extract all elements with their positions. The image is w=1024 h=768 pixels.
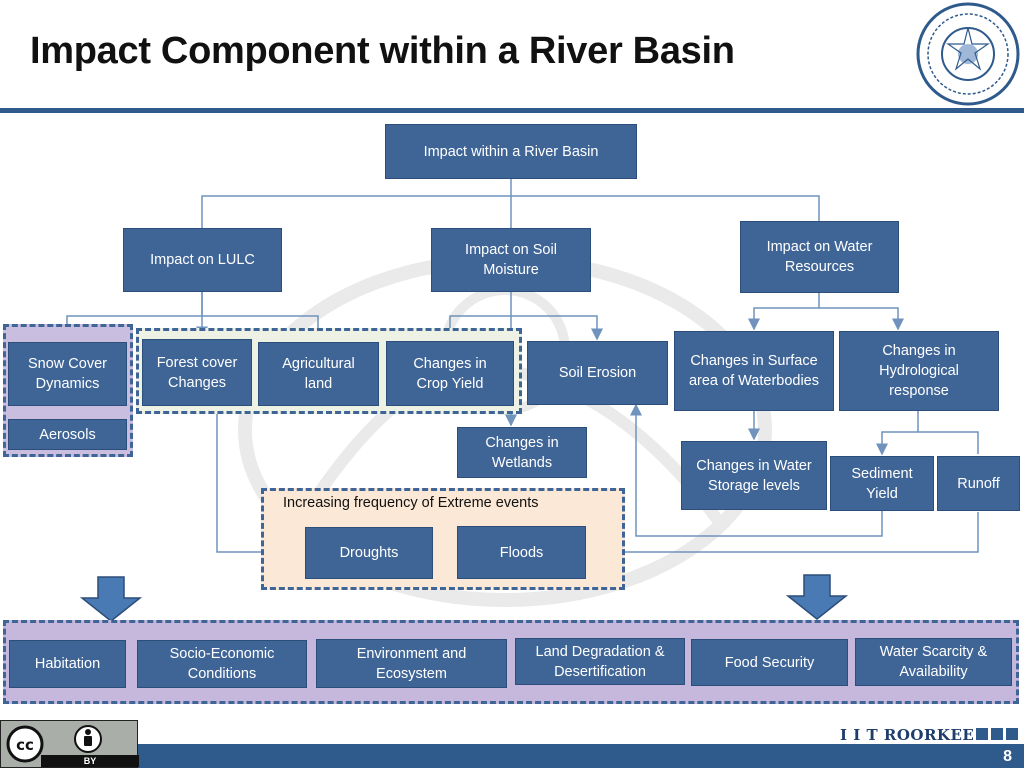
brand-wordmark: I I T ROORKEE [840,726,975,744]
node-storage-levels: Changes in Water Storage levels [681,441,827,510]
node-surface-area: Changes in Surface area of Waterbodies [674,331,834,411]
brand-square [976,728,988,740]
node-crop-yield: Changes in Crop Yield [386,341,514,406]
iit-roorkee-logo [916,2,1020,106]
impact-socio-economic: Socio-Economic Conditions [137,640,307,688]
slide-title: Impact Component within a River Basin [30,30,735,72]
header-rule [0,108,1024,113]
extreme-events-label: Increasing frequency of Extreme events [283,495,539,511]
cc-icon: cc [6,725,44,763]
down-arrow-icon [80,576,142,622]
node-impact-water-resources: Impact on Water Resources [740,221,899,293]
impact-land-degradation: Land Degradation & Desertification [515,638,685,685]
attribution-icon [74,725,102,753]
footer-bar [0,744,1024,768]
node-root: Impact within a River Basin [385,124,637,179]
node-forest-cover: Forest cover Changes [142,339,252,406]
node-droughts: Droughts [305,527,433,579]
svg-text:cc: cc [16,736,34,754]
cc-license-badge: cc BY [0,720,139,768]
node-agricultural-land: Agricultural land [258,342,379,406]
node-aerosols: Aerosols [8,419,127,450]
node-soil-erosion: Soil Erosion [527,341,668,405]
down-arrow-icon [786,574,848,620]
node-floods: Floods [457,526,586,579]
node-wetlands: Changes in Wetlands [457,427,587,478]
brand-square [991,728,1003,740]
impact-food-security: Food Security [691,639,848,686]
impact-environment: Environment and Ecosystem [316,639,507,688]
page-number: 8 [1003,748,1012,765]
node-runoff: Runoff [937,456,1020,511]
cc-by-label: BY [41,755,139,767]
node-impact-lulc: Impact on LULC [123,228,282,292]
node-hydrological-response: Changes in Hydrological response [839,331,999,411]
impact-habitation: Habitation [9,640,126,688]
impact-water-scarcity: Water Scarcity & Availability [855,638,1012,686]
brand-square [1006,728,1018,740]
node-impact-soil-moisture: Impact on Soil Moisture [431,228,591,292]
node-snow-cover: Snow Cover Dynamics [8,342,127,406]
node-sediment-yield: Sediment Yield [830,456,934,511]
